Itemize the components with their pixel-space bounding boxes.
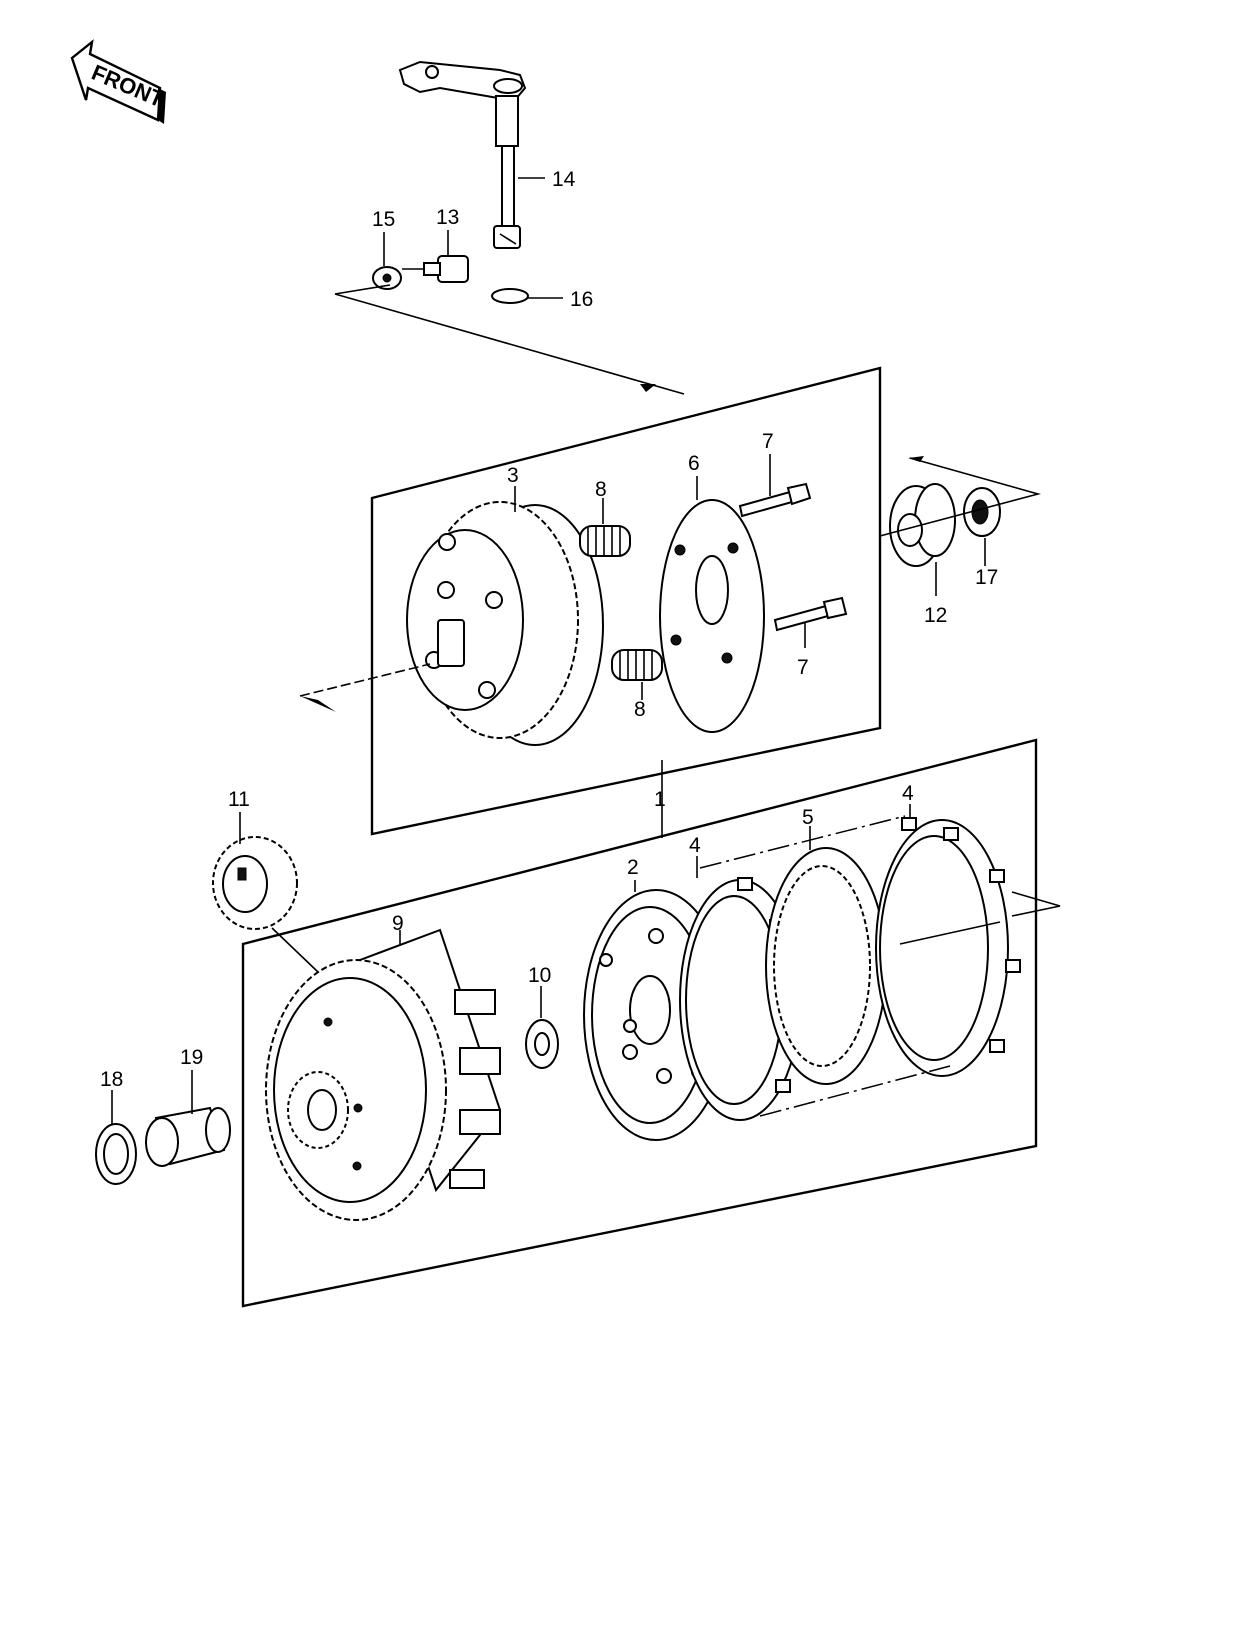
release-shaft-lever [398,60,527,249]
callout-7-upper: 7 [762,430,774,453]
callout-14: 14 [552,168,576,191]
clutch-housing-group-frame [241,738,1038,1308]
callout-18: 18 [100,1068,123,1091]
callout-1: 1 [654,788,666,811]
part-8-spring-lower [611,649,663,681]
callout-10: 10 [528,964,551,987]
callout-9: 9 [392,912,404,935]
part-8-spring-upper [579,525,631,557]
part-5-steel-plate [765,847,887,1085]
part-9-clutch-housing [265,928,502,1221]
callout-5: 5 [802,806,814,829]
part-10-washer [525,1019,559,1069]
part-3-gear-hub [406,501,604,746]
part-16-ring [491,288,529,304]
callout-6: 6 [688,452,700,475]
callout-4-front: 4 [689,834,701,857]
callout-16: 16 [570,288,593,311]
part-6-spring-plate [659,499,765,733]
part-4-friction-plate-rear [875,817,1021,1077]
part-18-thrust-washer [95,1123,137,1185]
part-15-seal [372,266,402,290]
pressure-plate-group-frame [370,366,882,836]
callout-12: 12 [924,604,947,627]
part-7-bolt-upper [738,482,812,518]
callout-8-upper: 8 [595,478,607,501]
part-13-pin [402,255,469,283]
callout-2: 2 [627,856,639,879]
callout-4-rear: 4 [902,782,914,805]
front-direction-arrow: FRONT [70,39,168,124]
callout-19: 19 [180,1046,203,1069]
callout-8-lower: 8 [634,698,646,721]
callout-11: 11 [228,788,250,811]
part-19-sleeve [145,1106,231,1167]
callout-15: 15 [372,208,395,231]
callout-17: 17 [975,566,998,589]
front-label: FRONT [88,60,168,113]
part-7-bolt-lower [773,596,848,632]
callout-7-lower: 7 [797,656,809,679]
part-11-drive-gear [212,836,298,930]
callout-3: 3 [507,464,519,487]
callout-13: 13 [436,206,459,229]
part-12-bearing-housing [889,483,956,567]
